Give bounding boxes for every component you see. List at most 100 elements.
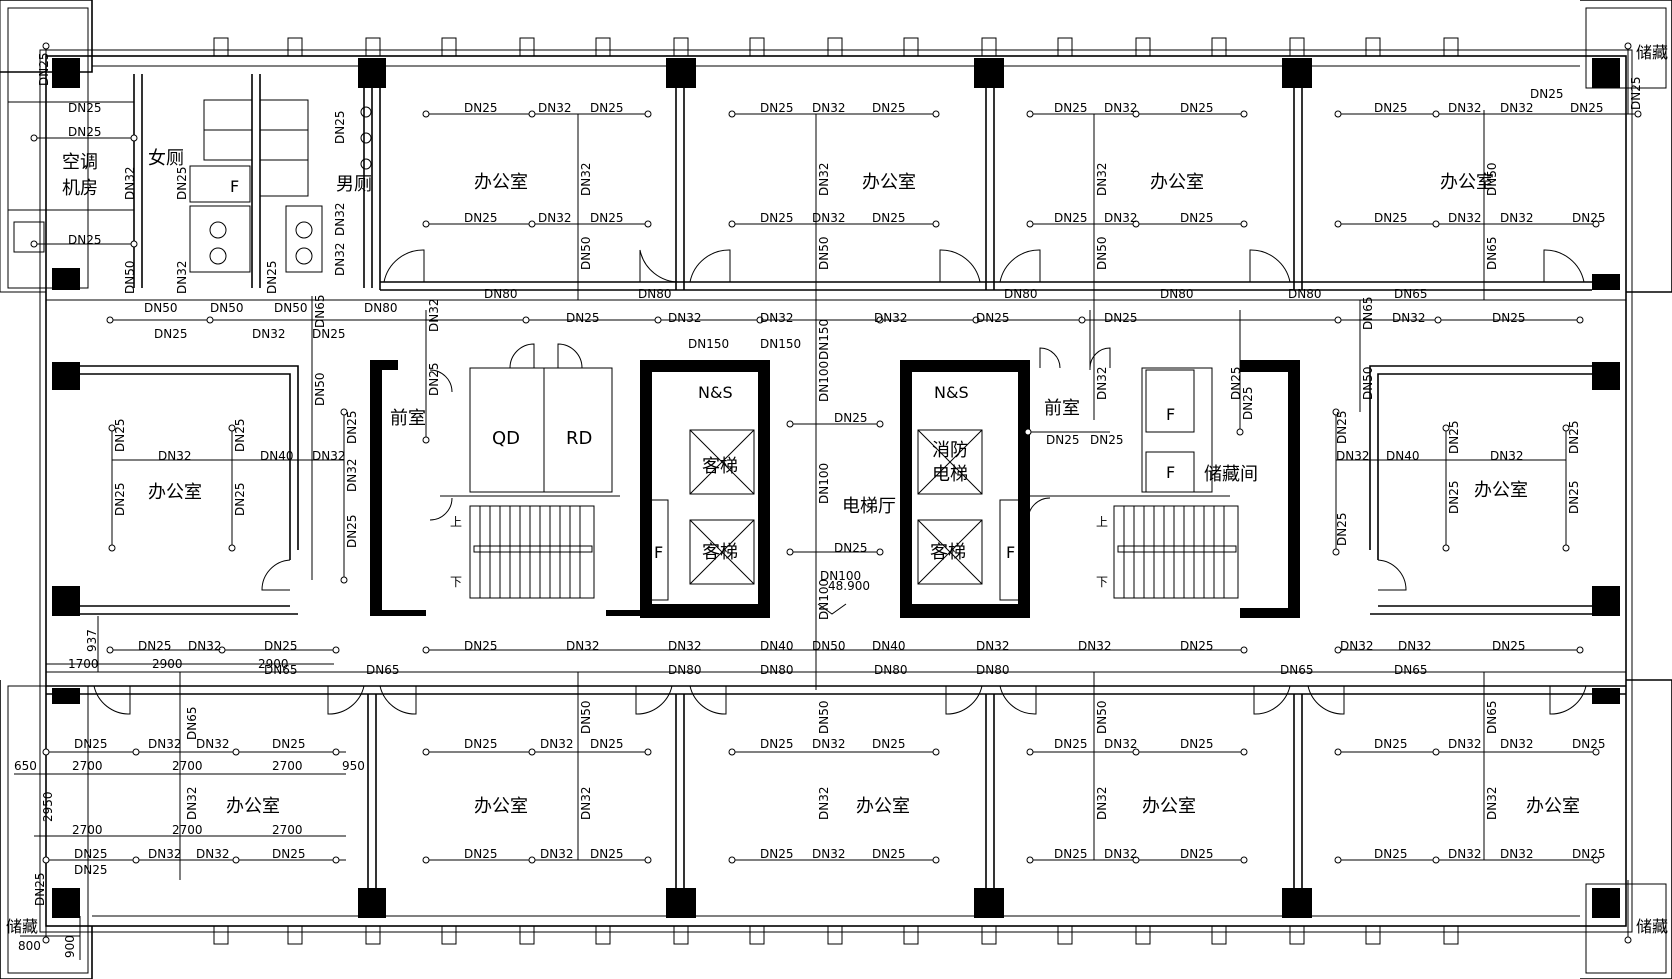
pipe-label: DN150 xyxy=(760,337,801,351)
pipe-label: DN50 xyxy=(579,237,593,271)
room-fire-elev-1: 消防 xyxy=(932,440,968,461)
pipe-label: DN65 xyxy=(264,663,298,677)
pipe-label: DN25 xyxy=(175,167,189,201)
dim-label: 900 xyxy=(63,935,77,958)
bottom-office-walls xyxy=(46,685,1626,888)
pipe-label: DN32 xyxy=(579,787,593,821)
pipe-label: DN25 xyxy=(272,847,306,861)
pipe-label: DN32 xyxy=(1095,163,1109,197)
pipe-label: DN25 xyxy=(1447,481,1461,515)
pipe-label: DN25 xyxy=(464,211,498,225)
stair-treads-right xyxy=(1117,506,1237,598)
pipe-label: DN65 xyxy=(1394,663,1428,677)
pipe-label: DN25 xyxy=(345,411,359,445)
tag-f-store-1: F xyxy=(1166,405,1175,424)
tag-f-wc: F xyxy=(230,177,239,196)
pipe-label: DN32 xyxy=(148,737,182,751)
pipe-label: DN25 xyxy=(590,847,624,861)
pipe-label: DN32 xyxy=(812,211,846,225)
pipe-label: DN32 xyxy=(817,163,831,197)
pipe-label: DN25 xyxy=(1180,847,1214,861)
pipe-label: DN25 xyxy=(1572,737,1606,751)
pipe-label: DN25 xyxy=(1180,211,1214,225)
pipe-label: DN25 xyxy=(74,847,108,861)
pipe-label: DN25 xyxy=(272,737,306,751)
pipe-label: DN32 xyxy=(1500,737,1534,751)
pipe-label: DN80 xyxy=(1288,287,1322,301)
pipe-label: DN50 xyxy=(1095,237,1109,271)
pipe-label: DN25 xyxy=(760,101,794,115)
dim-label: 2900 xyxy=(152,657,183,671)
pipe-label: DN25 xyxy=(68,233,102,247)
pipe-label: DN32 xyxy=(1500,847,1534,861)
pipe-label: DN25 xyxy=(233,483,247,517)
tag-qd: QD xyxy=(492,428,520,449)
room-office-bottom-3: 办公室 xyxy=(856,796,910,817)
pipe-label: DN40 xyxy=(872,639,906,653)
pipe-label: DN25 xyxy=(427,363,441,397)
pipe-label: DN25 xyxy=(37,53,51,87)
pipe-label: DN25 xyxy=(834,411,868,425)
pipe-label: DN25 xyxy=(1104,311,1138,325)
pipe-label: DN25 xyxy=(1570,101,1604,115)
pipe-label: DN80 xyxy=(976,663,1010,677)
dim-label: 2700 xyxy=(172,823,203,837)
pipe-label: DN50 xyxy=(579,701,593,735)
dim-label: 2700 xyxy=(272,823,303,837)
pipe-label: DN32 xyxy=(540,847,574,861)
pipe-label: DN32 xyxy=(812,737,846,751)
window-piers xyxy=(213,37,1459,945)
pipe-label: DN25 xyxy=(872,211,906,225)
dim-label: 1700 xyxy=(68,657,99,671)
pipe-label: DN25 xyxy=(464,101,498,115)
pipe-label: DN25 xyxy=(590,101,624,115)
pipe-label: DN32 xyxy=(196,847,230,861)
pipe-label: DN25 xyxy=(1180,101,1214,115)
room-fire-elev-2: 电梯 xyxy=(932,464,968,485)
pipe-label: DN25 xyxy=(464,847,498,861)
pipe-label: DN25 xyxy=(590,737,624,751)
room-office-top-4: 办公室 xyxy=(1440,172,1494,193)
pipe-label: DN25 xyxy=(1492,311,1526,325)
dim-label: 650 xyxy=(14,759,37,773)
pipe-label: DN25 xyxy=(590,211,624,225)
pipe-labels-vertical: DN32 DN50 DN32 DN50 DN150 DN100 DN100 DN… xyxy=(33,53,1643,907)
pipe-label: DN32 xyxy=(427,299,441,333)
pipe-label: DN32 xyxy=(1104,847,1138,861)
pipe-label: DN80 xyxy=(364,301,398,315)
tag-f-core-right: F xyxy=(1006,543,1015,562)
room-storage-room: 储藏间 xyxy=(1204,464,1258,485)
pipe-label: DN32 xyxy=(760,311,794,325)
room-storage-sw: 储藏 xyxy=(6,917,38,936)
room-labels: 办公室 办公室 办公室 办公室 办公室 办公室 办公室 办公室 办公室 办公室 … xyxy=(6,43,1668,936)
pipe-label: DN32 xyxy=(333,203,347,237)
pipe-label: DN32 xyxy=(252,327,286,341)
room-office-top-3: 办公室 xyxy=(1150,172,1204,193)
toilet-block xyxy=(8,74,373,288)
pipe-label: DN25 xyxy=(1567,421,1581,455)
pipe-label: DN32 xyxy=(333,243,347,277)
pipe-label: DN25 xyxy=(1629,77,1643,111)
stair-up-right: 上 xyxy=(1096,515,1108,529)
pipe-label: DN25 xyxy=(312,327,346,341)
columns xyxy=(52,58,1620,918)
pipe-label: DN32 xyxy=(148,847,182,861)
pipe-label: DN32 xyxy=(123,167,137,201)
pipe-label: DN32 xyxy=(579,163,593,197)
pipe-label: DN32 xyxy=(1095,787,1109,821)
pipe-label: DN25 xyxy=(1229,367,1243,401)
pipe-label: DN32 xyxy=(1448,847,1482,861)
room-office-left: 办公室 xyxy=(148,482,202,503)
pipe-label: DN32 xyxy=(1448,737,1482,751)
pipe-label: DN32 xyxy=(812,847,846,861)
stair-up-left: 上 xyxy=(450,515,462,529)
pipe-label: DN32 xyxy=(1078,639,1112,653)
dim-label: 2700 xyxy=(72,759,103,773)
pipe-label: DN25 xyxy=(154,327,188,341)
pipe-label: DN32 xyxy=(196,737,230,751)
dim-label: 800 xyxy=(18,939,41,953)
room-storage-se: 储藏 xyxy=(1636,917,1668,936)
room-storage-ne: 储藏 xyxy=(1636,43,1668,62)
pipe-label: DN25 xyxy=(1054,847,1088,861)
pipe-label: DN80 xyxy=(874,663,908,677)
